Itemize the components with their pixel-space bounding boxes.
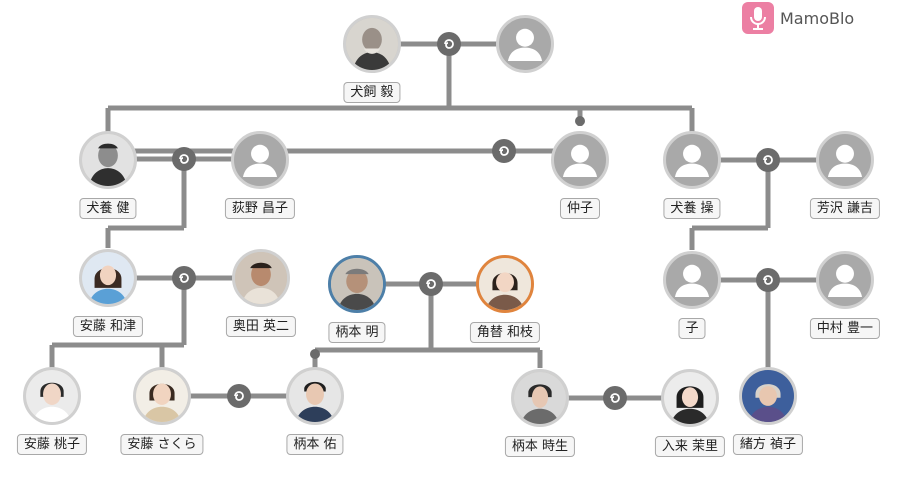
marriage-knot-icon xyxy=(756,148,780,172)
marriage-knot-icon xyxy=(419,272,443,296)
portrait-photo xyxy=(286,367,344,425)
marriage-knot-icon xyxy=(492,139,516,163)
portrait-photo xyxy=(133,367,191,425)
portrait-photo xyxy=(739,367,797,425)
portrait-photo xyxy=(343,15,401,73)
portrait-photo xyxy=(23,367,81,425)
portrait-photo xyxy=(511,369,569,427)
person-placeholder-icon xyxy=(663,131,721,189)
person-name: 子 xyxy=(678,318,706,339)
portrait-photo xyxy=(232,249,290,307)
person-name: 荻野 昌子 xyxy=(224,198,296,219)
brand-logo: MamoBlo xyxy=(742,2,854,34)
portrait-photo xyxy=(79,249,137,307)
person-name: 角替 和枝 xyxy=(469,322,541,343)
person-name: 緒方 禎子 xyxy=(732,434,804,455)
person-name: 犬飼 毅 xyxy=(343,82,401,103)
person-name: 安藤 さくら xyxy=(120,434,204,455)
portrait-photo xyxy=(661,369,719,427)
brand-name: MamoBlo xyxy=(780,8,855,28)
person-placeholder-icon xyxy=(231,131,289,189)
person-name: 柄本 時生 xyxy=(504,436,576,457)
person-placeholder-icon xyxy=(816,131,874,189)
marriage-knot-icon xyxy=(603,386,627,410)
marriage-knot-icon xyxy=(172,266,196,290)
person-name: 入来 茉里 xyxy=(654,436,726,457)
person-placeholder-icon xyxy=(816,251,874,309)
connector-dot xyxy=(575,116,585,126)
marriage-knot-icon xyxy=(756,268,780,292)
person-name: 芳沢 謙吉 xyxy=(809,198,881,219)
marriage-knot-icon xyxy=(172,147,196,171)
marriage-knot-icon xyxy=(227,384,251,408)
person-name: 柄本 佑 xyxy=(286,434,344,455)
person-placeholder-icon xyxy=(551,131,609,189)
portrait-photo xyxy=(476,255,534,313)
portrait-photo xyxy=(328,255,386,313)
person-name: 柄本 明 xyxy=(328,322,386,343)
connector-dot xyxy=(310,349,320,359)
person-name: 犬養 健 xyxy=(79,198,137,219)
person-name: 犬養 操 xyxy=(663,198,721,219)
person-name: 安藤 桃子 xyxy=(16,434,88,455)
portrait-photo xyxy=(79,131,137,189)
person-placeholder-icon xyxy=(496,15,554,73)
person-name: 中村 豊一 xyxy=(809,318,881,339)
person-name: 安藤 和津 xyxy=(72,316,144,337)
person-placeholder-icon xyxy=(663,251,721,309)
person-name: 仲子 xyxy=(559,198,601,219)
person-name: 奥田 英二 xyxy=(225,316,297,337)
marriage-knot-icon xyxy=(437,32,461,56)
microphone-icon xyxy=(742,2,774,34)
